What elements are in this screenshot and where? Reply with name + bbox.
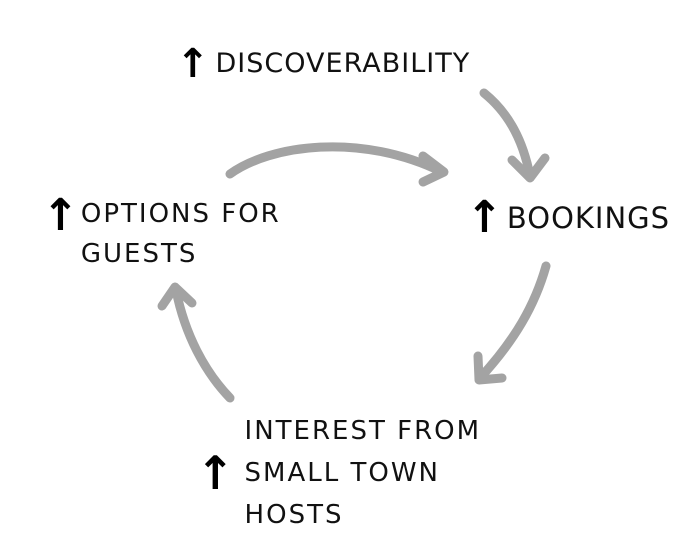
arrow-interest-to-options — [157, 282, 235, 403]
up-arrow-icon: ↑ — [176, 41, 210, 87]
up-arrow-icon: ↑ — [196, 446, 235, 500]
options-for-guests-label: Options for guests — [80, 199, 281, 269]
interest-from-hosts-label: Interest from small town hosts — [244, 416, 482, 530]
feedback-loop-diagram — [157, 88, 551, 403]
arrow-discoverability-to-bookings — [479, 88, 550, 183]
up-arrow-icon: ↑ — [42, 190, 79, 241]
node-bookings: ↑ Bookings — [466, 196, 670, 240]
up-arrow-icon: ↑ — [466, 192, 503, 243]
node-options-for-guests: ↑ Options for guests — [42, 194, 341, 274]
node-discoverability: ↑ Discoverability — [176, 44, 470, 84]
node-interest-from-hosts: ↑ Interest from small town hosts — [196, 410, 525, 536]
arrow-bookings-to-interest — [473, 261, 551, 385]
bookings-label: Bookings — [506, 200, 671, 235]
arrow-options-to-discoverability — [225, 142, 449, 187]
discoverability-label: Discoverability — [215, 48, 471, 80]
